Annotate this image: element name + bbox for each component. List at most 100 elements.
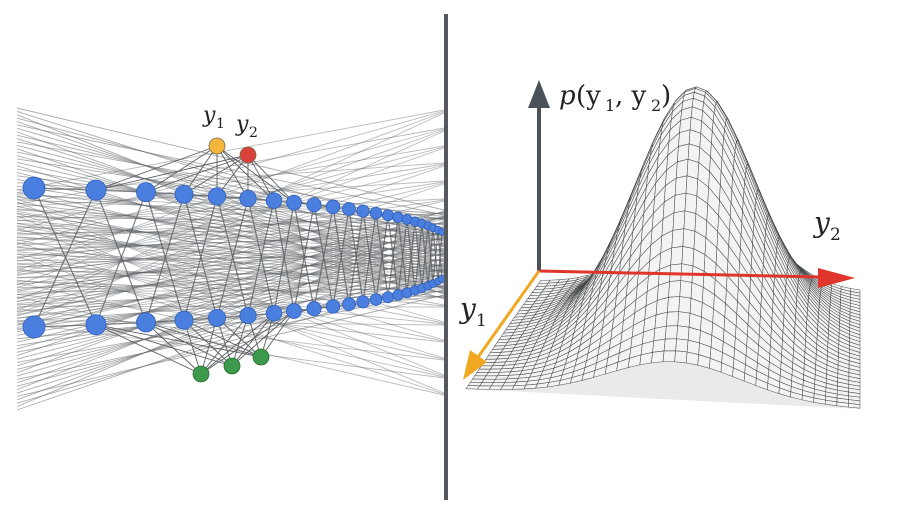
network-node-bottom	[239, 306, 257, 325]
layer-edge	[183, 196, 218, 321]
surface-cell	[490, 382, 506, 387]
layer-edge	[332, 208, 350, 307]
neural-network-panel: y 1 y 2	[16, 103, 446, 411]
surface-cell	[674, 350, 688, 364]
background-edge	[16, 196, 445, 270]
y1-axis-arrowhead	[463, 350, 487, 380]
input-edge	[183, 319, 262, 358]
output-edge	[95, 154, 249, 191]
network-node-top	[392, 211, 404, 224]
background-edge	[16, 252, 445, 265]
output-edge	[247, 154, 295, 203]
surface-cell	[666, 311, 680, 327]
surface-cell	[674, 175, 688, 196]
network-node-bottom	[369, 293, 383, 306]
background-edge	[16, 180, 445, 208]
y2-output-label: y	[235, 112, 249, 137]
output-node-y1	[208, 137, 226, 155]
input-node-3	[252, 348, 270, 366]
output-edge	[216, 145, 275, 201]
input-edge	[95, 324, 262, 358]
output-edge	[183, 145, 218, 195]
surface-cell	[672, 210, 686, 231]
surface-cell	[663, 338, 677, 352]
background-edge	[16, 296, 445, 396]
network-node-bottom	[382, 291, 394, 304]
surface-cell	[675, 338, 689, 353]
background-edge	[16, 259, 445, 279]
p-axis-label-sep: , y	[615, 81, 647, 111]
y1-axis-label-main: y	[458, 292, 477, 325]
background-edge	[16, 129, 445, 286]
y1-axis-label-sub: 1	[476, 311, 487, 331]
network-node-bottom	[392, 289, 404, 301]
p-axis-label-p: p	[559, 81, 576, 111]
y2-axis-arrowhead	[818, 268, 855, 288]
background-edge	[16, 208, 445, 235]
surface-cell	[848, 403, 861, 409]
input-edge	[231, 315, 249, 367]
output-edge	[183, 154, 249, 195]
background-edge	[16, 109, 445, 191]
layer-edge	[313, 206, 334, 309]
network-node-top	[239, 189, 257, 208]
network-node-top	[286, 194, 302, 211]
background-edge	[16, 253, 445, 305]
surface-cell	[679, 280, 693, 299]
layer-edge	[95, 191, 147, 325]
input-edge	[200, 317, 218, 375]
y1-output-label: y	[202, 103, 216, 128]
surface-cell	[685, 351, 699, 366]
layer-edge	[33, 189, 97, 328]
network-node-top	[265, 192, 283, 209]
input-edge	[145, 321, 262, 358]
background-edge	[16, 253, 445, 342]
network-node-bottom	[85, 314, 107, 336]
background-edge	[16, 238, 445, 268]
background-edge	[16, 216, 445, 225]
surface-cell	[682, 228, 696, 250]
p-axis-label-sub1: 1	[605, 96, 615, 115]
y1-axis-label: y 1	[458, 292, 487, 331]
layer-edge	[293, 204, 315, 312]
p-axis-label-sub2: 2	[651, 96, 661, 115]
network-node-top	[136, 182, 156, 203]
y1-axis-line	[474, 270, 541, 361]
output-label-y2: y 2	[235, 112, 258, 141]
background-edge	[16, 165, 445, 314]
background-edge	[16, 134, 445, 237]
background-edge	[16, 110, 445, 231]
y2-axis-line	[538, 269, 821, 279]
background-edge	[16, 236, 445, 331]
layer-edge	[414, 223, 423, 291]
surface-cell	[668, 280, 682, 298]
surface-cell	[651, 350, 665, 364]
surface-cell	[678, 296, 692, 314]
background-edge	[16, 182, 445, 288]
background-edge	[16, 236, 445, 384]
surface-cell	[664, 325, 679, 340]
background-edge	[16, 147, 445, 300]
gaussian-surface-mesh	[465, 86, 861, 409]
layer-edge	[427, 227, 434, 286]
background-edge	[16, 201, 445, 376]
density-plot-panel: p (y 1 , y 2 ) y 2 y 1	[458, 80, 861, 409]
p-axis-label: p (y 1 , y 2 )	[559, 81, 671, 115]
input-edge	[231, 310, 295, 367]
input-edge	[200, 315, 249, 375]
y2-axis-label: y 2	[812, 206, 841, 245]
surface-cell	[686, 158, 700, 180]
background-edge	[16, 111, 445, 272]
p-axis-arrowhead	[528, 80, 550, 108]
layer-edge	[362, 213, 377, 302]
output-label-y1: y 1	[202, 103, 225, 132]
input-edge	[260, 310, 295, 358]
background-edge	[16, 280, 445, 289]
surface-cell	[500, 385, 515, 390]
output-edge	[145, 154, 249, 193]
background-edge	[16, 268, 445, 370]
background-edge	[16, 146, 445, 260]
network-node-top	[342, 202, 356, 216]
background-edge	[16, 256, 445, 395]
background-edge	[16, 279, 445, 346]
